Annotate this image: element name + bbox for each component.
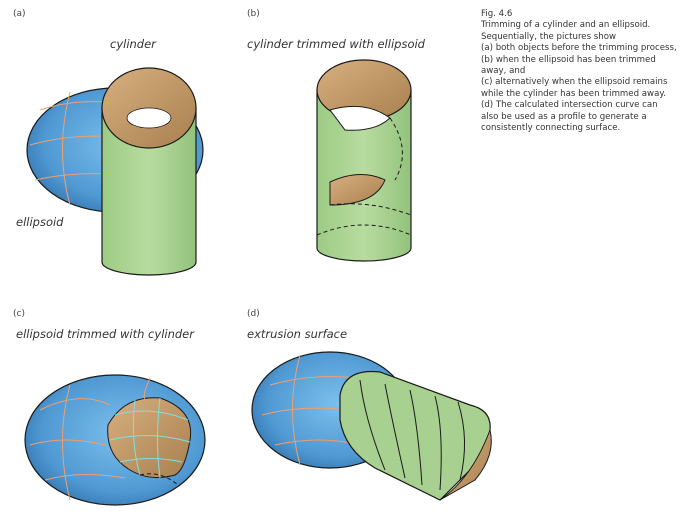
panel-a-illustration — [26, 67, 204, 276]
caption-fig-number: Fig. 4.6 — [481, 9, 513, 19]
ellipsoid-callout: ellipsoid — [16, 215, 64, 229]
caption-line: Trimming of a cylinder and an ellipsoid. — [481, 20, 651, 31]
figure-caption: Fig. 4.6 Trimming of a cylinder and an e… — [481, 9, 677, 134]
caption-line: (c) alternatively when the ellipsoid rem… — [481, 77, 668, 99]
panel-a-label: (a) — [13, 9, 26, 19]
caption-line: (a) both objects before the trimming pro… — [481, 43, 677, 54]
caption-line: (b) when the ellipsoid has been trimmed … — [481, 54, 656, 77]
panel-c-label: (c) — [13, 309, 25, 319]
panel-c-title: ellipsoid trimmed with cylinder — [16, 327, 194, 341]
panel-d-label: (d) — [247, 309, 260, 319]
panel-c-illustration — [24, 374, 206, 506]
caption-line: (d) The calculated intersection curve ca… — [481, 100, 658, 134]
panel-b-title: cylinder trimmed with ellipsoid — [247, 37, 425, 51]
panel-a-title: cylinder — [110, 37, 156, 51]
panel-b-illustration — [316, 59, 412, 262]
panel-b-label: (b) — [247, 9, 260, 19]
panel-d-illustration — [251, 351, 492, 501]
panel-d-title: extrusion surface — [247, 327, 348, 341]
cylinder-surface — [101, 67, 197, 276]
caption-line: Sequentially, the pictures show — [481, 31, 616, 42]
extrusion-band — [339, 370, 492, 501]
